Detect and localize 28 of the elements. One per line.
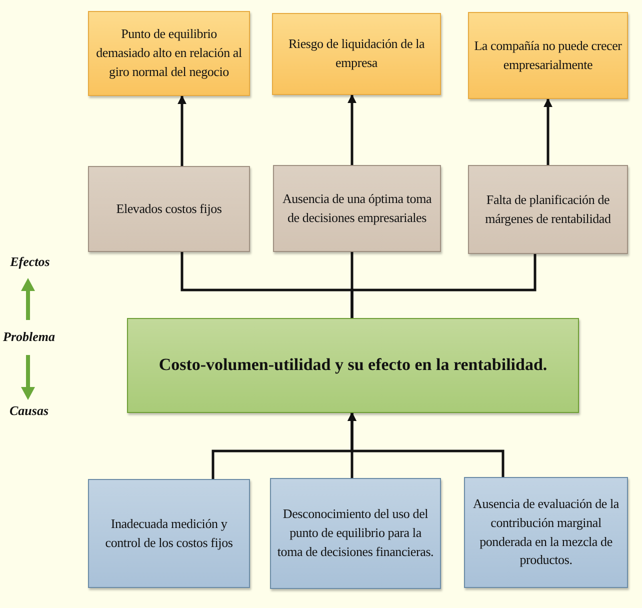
cause-text: Falta de planificación de márgenes de rentabilidad bbox=[484, 190, 612, 228]
cause-box bbox=[88, 166, 250, 252]
problem-text: Costo-volumen-utilidad y su efecto en la rentabilidad. bbox=[158, 354, 548, 376]
cause-text: Elevados costos fijos bbox=[116, 200, 222, 218]
arrow bbox=[544, 98, 552, 165]
arrow bbox=[348, 94, 356, 165]
connector-line bbox=[350, 254, 536, 318]
side-label: Problema bbox=[3, 329, 55, 345]
arrow bbox=[348, 412, 504, 477]
cause-box bbox=[464, 477, 628, 588]
cause-box bbox=[270, 478, 441, 589]
effect-box bbox=[88, 11, 250, 96]
cause-box bbox=[468, 165, 628, 254]
cause-text: Ausencia de evaluación de la contribución marginal ponderada en la mezcla de productos. bbox=[472, 494, 620, 570]
cause-text: Desconocimiento del uso del punto de equilibrio para la toma de decisiones financieras. bbox=[276, 505, 435, 561]
cause-text: Inadecuada medición y control de los costos fijos bbox=[104, 514, 234, 552]
side-label: Causas bbox=[9, 403, 49, 419]
cause-box bbox=[273, 165, 441, 252]
effect-text: Riesgo de liquidación de la empresa bbox=[287, 35, 426, 72]
cause-text: Ausencia de una óptima toma de decisiones empresariales bbox=[281, 190, 433, 227]
effect-box bbox=[272, 13, 441, 95]
side-label: Efectos bbox=[10, 254, 50, 270]
effect-text: Punto de equilibrio demasiado alto en relación al giro normal del negocio bbox=[95, 25, 243, 81]
problem-box bbox=[127, 318, 579, 413]
arrow bbox=[178, 95, 186, 166]
effect-text: La compañía no puede crecer empresarialmente bbox=[474, 36, 622, 74]
cause-box bbox=[88, 479, 250, 588]
effect-box bbox=[468, 12, 628, 99]
